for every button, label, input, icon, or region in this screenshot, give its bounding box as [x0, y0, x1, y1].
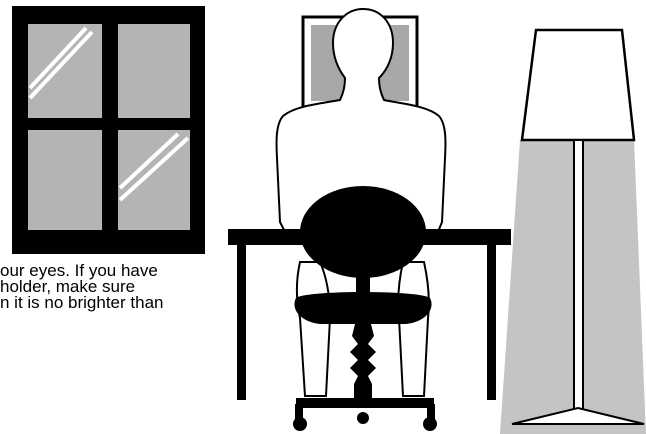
chair-backrest — [300, 186, 426, 278]
desk-leg-right — [487, 245, 496, 400]
chair-gas-spring — [350, 324, 376, 402]
lamp-shade — [522, 30, 634, 140]
window-icon — [12, 6, 205, 254]
floor-lamp-icon — [500, 30, 646, 434]
lamp-pole — [574, 140, 583, 416]
window-pane-top-left — [28, 24, 102, 118]
chair-caster-center — [357, 412, 369, 424]
chair-seat — [294, 292, 431, 324]
window-pane-top-right — [118, 24, 190, 118]
caption-text: our eyes. If you have holder, make sure … — [0, 263, 212, 311]
desk-leg-left — [237, 245, 246, 400]
chair-base — [296, 398, 434, 408]
window-pane-bottom-left — [28, 130, 102, 230]
caption-line-3: n it is no brighter than — [0, 295, 212, 311]
